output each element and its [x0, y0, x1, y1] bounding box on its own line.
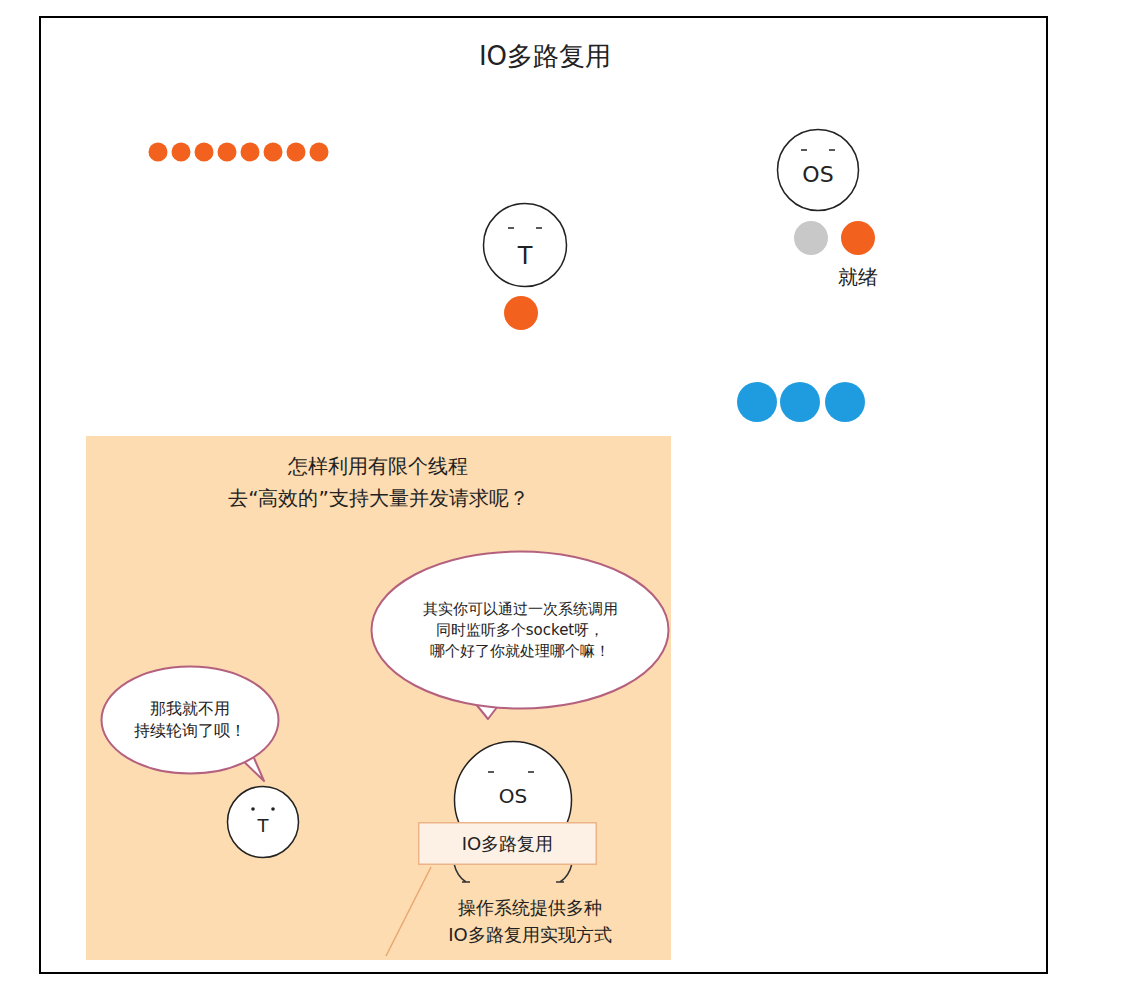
text-line: 同时监听多个socket呀， [436, 621, 605, 639]
status-label: 就绪 [838, 262, 878, 292]
face-outline [778, 130, 859, 211]
bubble-outline [100, 665, 280, 775]
text-line: 持续轮询了呗！ [134, 721, 246, 740]
text-block: T [518, 242, 533, 271]
waiting-dot [794, 221, 828, 255]
speech-bubble: 那我就不用 持续轮询了呗！ [100, 665, 280, 775]
box-outline [419, 823, 597, 865]
leader-line [386, 867, 431, 956]
text-line: 去“高效的”支持大量并发请求呢？ [228, 486, 529, 510]
label-box: IO多路复用 [418, 822, 597, 865]
eye [829, 149, 835, 151]
text-line: IO多路复用 [462, 833, 553, 854]
text-block: 怎样利用有限个线程 去“高效的”支持大量并发请求呢？ [228, 450, 529, 514]
bubble-outline [102, 667, 279, 774]
text-block: 其实你可以通过一次系统调用 同时监听多个socket呀， 哪个好了你就处理哪个嘛… [423, 599, 618, 662]
face-outline [484, 204, 567, 287]
text-line: T [258, 815, 269, 836]
thread-face: T [482, 202, 568, 288]
title: IO多路复用 [479, 40, 611, 74]
eye [801, 149, 807, 151]
text-line: IO多路复用 [479, 41, 611, 71]
note-label: 操作系统提供多种 IO多路复用实现方式 [448, 894, 611, 948]
label-wrap: 操作系统提供多种 IO多路复用实现方式 [380, 894, 680, 948]
thread-face: T [226, 785, 300, 859]
eye [536, 227, 542, 229]
ready-dot [841, 221, 875, 255]
face-outline [228, 787, 299, 858]
text-line: IO多路复用实现方式 [448, 924, 611, 945]
text-line: 哪个好了你就处理哪个嘛！ [430, 642, 610, 660]
label-wrap: 就绪 [808, 262, 908, 292]
request-dot [504, 296, 538, 330]
text-line: 其实你可以通过一次系统调用 [423, 600, 618, 618]
text-block: T [258, 815, 269, 837]
title-wrap: IO多路复用 [345, 40, 745, 74]
text-line: T [518, 242, 533, 270]
text-line: 那我就不用 [150, 699, 230, 718]
text-line: 操作系统提供多种 [458, 897, 602, 918]
text-line: 就绪 [838, 265, 878, 289]
text-block: OS [499, 784, 527, 808]
eye [251, 807, 255, 811]
text-line: OS [802, 162, 833, 187]
eye [488, 771, 494, 773]
speech-bubble: 其实你可以通过一次系统调用 同时监听多个socket呀， 哪个好了你就处理哪个嘛… [370, 550, 670, 710]
text-line: OS [499, 784, 527, 808]
eye [508, 227, 514, 229]
frame [40, 17, 1047, 973]
text-line: 怎样利用有限个线程 [288, 454, 468, 478]
thread-pool [737, 382, 865, 422]
request-queue [149, 143, 329, 162]
os-face: OS [776, 128, 860, 212]
text-block: IO多路复用 [462, 831, 553, 856]
bubble-outline [372, 552, 669, 709]
eye [528, 771, 534, 773]
comic-panel: 怎样利用有限个线程 去“高效的”支持大量并发请求呢？ 其实你可以通过一次系统调用 … [86, 436, 671, 960]
text-block: 那我就不用 持续轮询了呗！ [134, 698, 246, 743]
text-block: OS [802, 162, 833, 188]
eye [271, 807, 275, 811]
